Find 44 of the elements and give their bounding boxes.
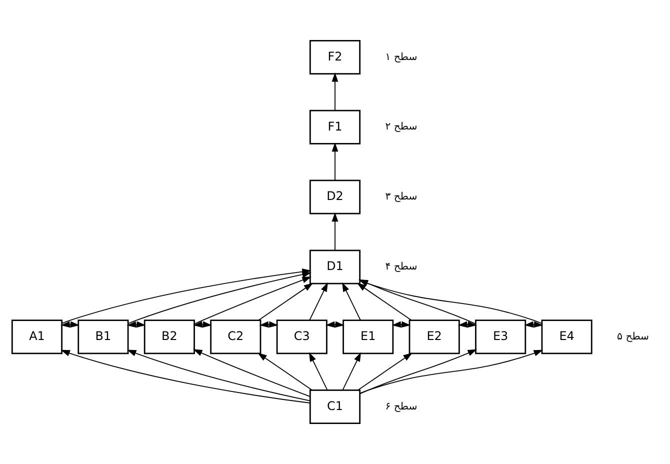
node-box: E1 xyxy=(342,320,394,354)
node-box: C3 xyxy=(276,320,328,354)
label: سطح ۱ xyxy=(385,52,418,63)
arrow xyxy=(258,352,313,391)
arrow xyxy=(332,72,338,111)
arrow xyxy=(193,321,212,328)
node-box: E4 xyxy=(541,320,592,354)
node-box: E2 xyxy=(408,320,460,354)
node-box: E3 xyxy=(475,320,526,354)
arrow xyxy=(392,321,411,328)
arrow xyxy=(60,321,80,328)
arrow xyxy=(360,350,544,394)
arrow xyxy=(259,321,278,328)
arrow xyxy=(193,349,311,398)
arrow xyxy=(356,282,412,321)
label: سطح ۳ xyxy=(385,192,418,203)
node-box: C1 xyxy=(309,390,361,424)
node-box: F1 xyxy=(309,110,361,144)
node-box: C2 xyxy=(210,320,262,354)
arrow xyxy=(309,282,328,321)
arrow xyxy=(524,321,544,328)
node-box: F2 xyxy=(309,40,361,74)
arrow xyxy=(458,321,477,328)
arrow xyxy=(332,142,338,181)
node-box: D1 xyxy=(309,250,361,284)
arrow xyxy=(258,282,314,321)
arrow xyxy=(60,350,310,404)
arrow xyxy=(127,350,311,402)
label: سطح ۲ xyxy=(385,122,418,133)
label: سطح ۵ xyxy=(617,331,649,342)
arrow xyxy=(326,321,344,328)
label: سطح ۴ xyxy=(385,262,418,273)
node-box: B2 xyxy=(144,320,195,354)
arrow xyxy=(126,321,146,328)
arrow xyxy=(332,212,338,251)
label: سطح ۶ xyxy=(385,401,418,412)
arrow xyxy=(359,349,477,394)
arrow xyxy=(357,352,412,391)
node-box: D2 xyxy=(309,180,361,214)
arrow xyxy=(308,352,328,391)
arrow xyxy=(342,282,361,321)
node-box: B1 xyxy=(78,320,129,354)
node-box: A1 xyxy=(11,320,62,354)
arrow xyxy=(342,352,362,391)
